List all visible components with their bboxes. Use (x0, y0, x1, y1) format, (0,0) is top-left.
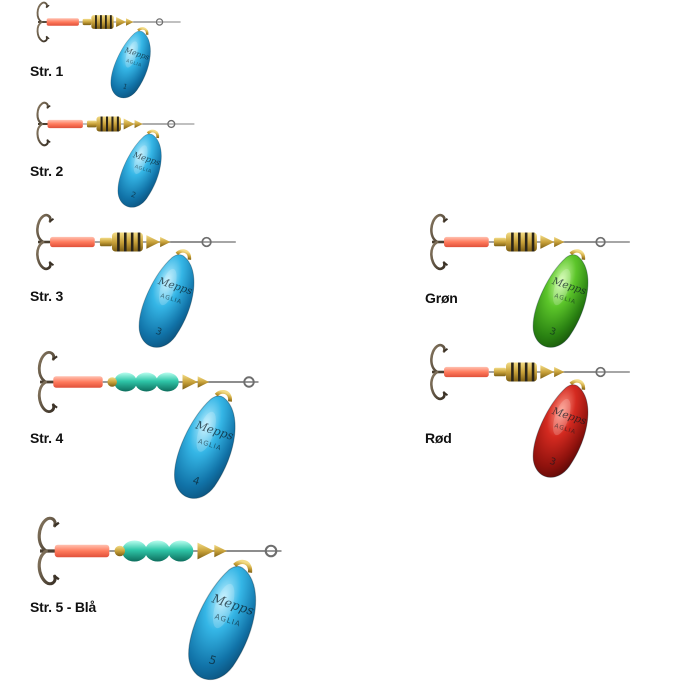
lure-label-str-2: Str. 2 (30, 163, 64, 179)
treble-hook-icon (36, 1, 50, 43)
blade-size-number: 3 (154, 326, 163, 338)
treble-hook-icon (430, 343, 449, 401)
lure-label-str-5: Str. 5 - Blå (30, 599, 97, 615)
orange-tube (54, 544, 110, 558)
blade-size-number: 4 (191, 475, 201, 489)
bead-body (107, 372, 179, 392)
eye-loop (201, 236, 212, 248)
eye-loop (595, 236, 606, 248)
orange-tube (444, 236, 489, 248)
treble-hook-icon (37, 516, 60, 586)
brass-body (493, 232, 537, 252)
brass-body (86, 116, 121, 132)
clevis (123, 118, 135, 130)
bead-body (114, 540, 194, 562)
orange-tube (444, 366, 489, 378)
blade-size-number: 3 (548, 326, 557, 338)
blade-size-number: 1 (122, 82, 129, 91)
lure-label-str-3: Str. 3 (30, 288, 64, 304)
eye-loop (167, 119, 176, 129)
blade-model-text: AGLIA (134, 164, 153, 175)
lure-label-red: Rød (425, 430, 452, 446)
clevis (540, 235, 555, 249)
orange-tube (46, 18, 79, 26)
eye-loop (595, 366, 606, 378)
orange-tube (53, 376, 103, 388)
eye-loop (155, 18, 164, 26)
brass-body (82, 15, 114, 29)
clevis (197, 542, 215, 560)
lure-label-green: Grøn (425, 290, 458, 306)
blade-size-number: 3 (548, 456, 557, 468)
orange-tube (47, 119, 83, 129)
eye-loop (243, 376, 255, 388)
brass-body (493, 362, 537, 382)
clevis (540, 365, 555, 379)
treble-hook-icon (37, 350, 58, 414)
blade-model-text: AGLIA (125, 58, 142, 69)
orange-tube (50, 236, 95, 248)
clevis (146, 235, 161, 249)
eye-loop (264, 544, 278, 558)
lure-label-str-1: Str. 1 (30, 63, 64, 79)
lure-label-str-4: Str. 4 (30, 430, 64, 446)
clevis (182, 374, 198, 390)
blade-size-number: 2 (130, 190, 137, 200)
clevis (116, 17, 127, 27)
brass-body (99, 232, 143, 252)
blade-size-number: 5 (207, 652, 218, 668)
